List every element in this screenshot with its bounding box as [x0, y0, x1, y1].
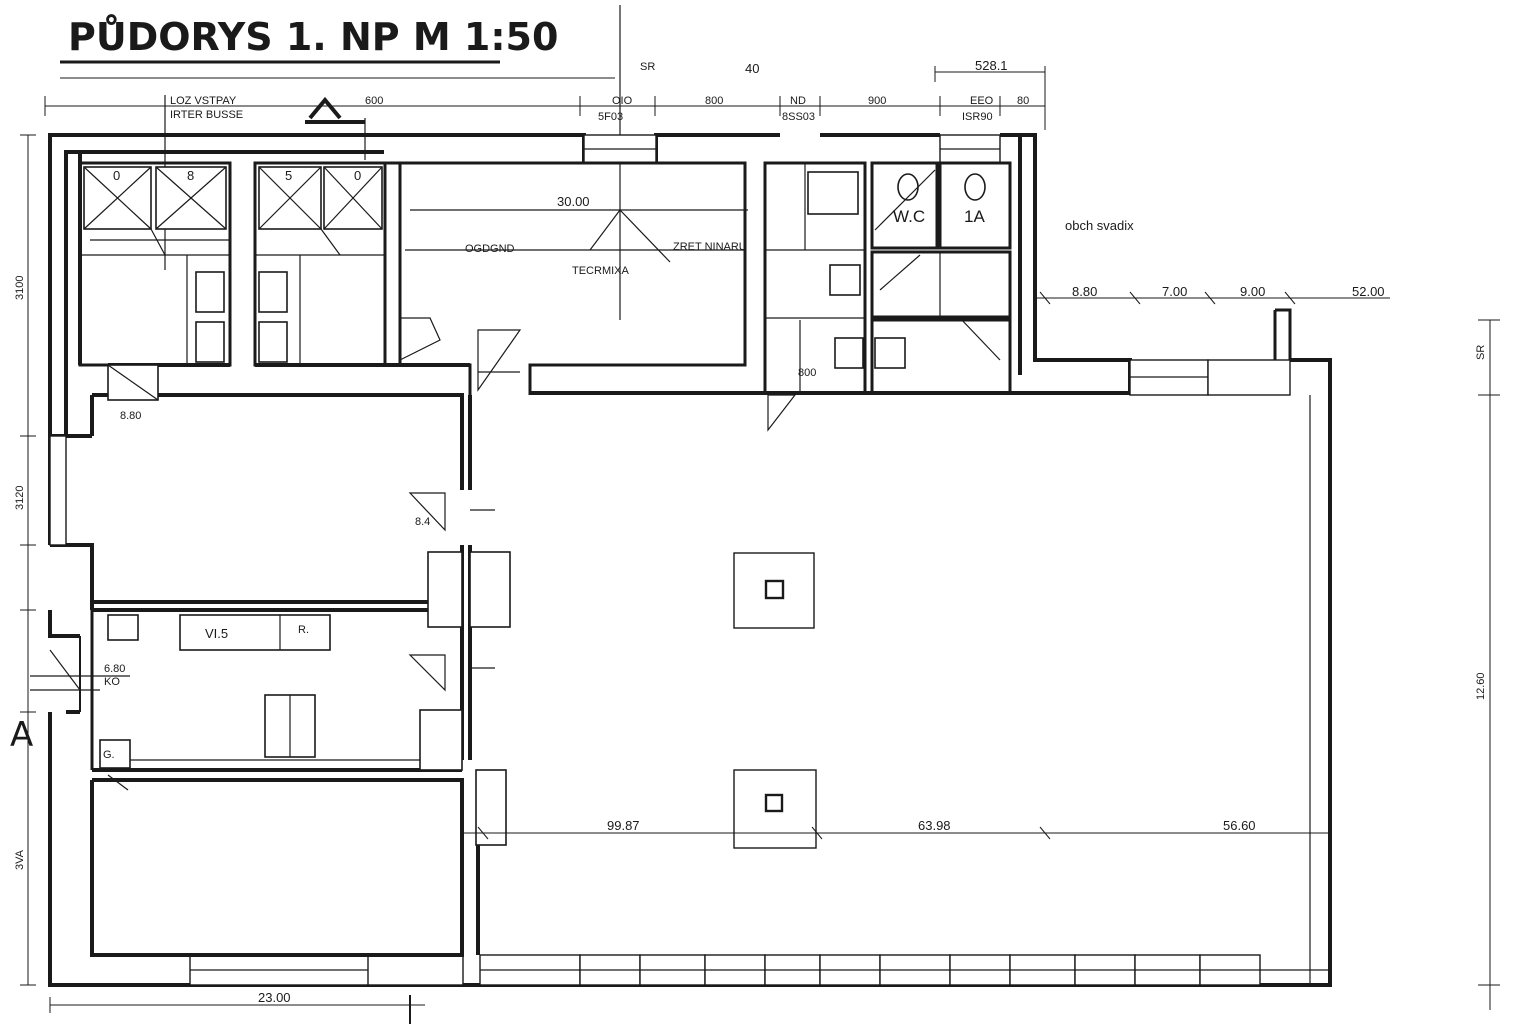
- shower-room-right: [253, 161, 387, 367]
- column-upper: [733, 552, 815, 629]
- wc-block: [763, 161, 1012, 432]
- dim-top-600: 600: [365, 95, 383, 107]
- left-dimension-chain: [20, 134, 36, 986]
- plan-title: PŮDORYS 1. NP M 1:50: [68, 15, 558, 59]
- dim-top-sub-1: 5F03: [598, 111, 623, 123]
- entry-details: [30, 364, 511, 846]
- shower-num-3: 5: [285, 168, 292, 183]
- dim-bottom-2300: 23.00: [258, 990, 291, 1005]
- shower-room-left: [78, 161, 232, 367]
- exterior-walls: [48, 133, 1332, 987]
- dim-top-40: 40: [745, 61, 759, 76]
- room-ogdgnd: OGDGND: [465, 243, 515, 255]
- dim-3000: 30.00: [557, 194, 590, 209]
- shower-num-1: 0: [113, 168, 120, 183]
- dim-left-3va: 3VA: [14, 849, 26, 870]
- dim-top-sub-2: 8SS03: [782, 111, 815, 123]
- dim-r-900: 9.00: [1240, 284, 1265, 299]
- dim-top-5281: 528.1: [975, 58, 1008, 73]
- section-marker-a: A: [10, 715, 33, 755]
- dim-right-1260: 12.60: [1475, 672, 1487, 700]
- dim-r-5200: 52.00: [1352, 284, 1385, 299]
- label-r: R.: [298, 624, 309, 636]
- dim-top-oio: OIO: [612, 95, 633, 107]
- room-1a: 1A: [964, 207, 985, 226]
- bottom-dimension: [49, 995, 425, 1024]
- dim-top-sr: SR: [640, 61, 655, 73]
- dim-top-eeo: EEO: [970, 95, 994, 107]
- dim-left-3120: 3120: [14, 486, 26, 510]
- right-dimension-chain: [1478, 319, 1500, 1010]
- dim-r-700: 7.00: [1162, 284, 1187, 299]
- room-zret: ZRET NINARU: [673, 241, 747, 253]
- dim-small-680: 6.80: [104, 663, 125, 675]
- dim-small-84: 8.4: [415, 516, 430, 528]
- dim-wc-800: 800: [798, 367, 816, 379]
- label-g: G.: [103, 749, 115, 761]
- label-vis: VI.5: [205, 626, 228, 641]
- column-lower: [733, 769, 817, 849]
- room-termixa: TECRMIXA: [572, 265, 630, 277]
- dim-top-800: 800: [705, 95, 723, 107]
- room-obch: obch svadix: [1065, 218, 1134, 233]
- interior-walls: [78, 152, 1130, 957]
- room-note-1: LOZ VSTPAY: [170, 95, 237, 107]
- dim-small-880: 8.80: [120, 410, 141, 422]
- windows: [49, 134, 1330, 986]
- room-note-2: IRTER BUSSE: [170, 109, 243, 121]
- dim-right-sr: SR: [1475, 345, 1487, 360]
- shower-num-2: 8: [187, 168, 194, 183]
- room-wc: W.C: [893, 207, 925, 226]
- dim-hall-9987: 99.87: [607, 818, 640, 833]
- hall-dimension-line: [462, 826, 1330, 840]
- dim-top-80: 80: [1017, 95, 1029, 107]
- dim-r-880: 8.80: [1072, 284, 1097, 299]
- dim-top-nd: ND: [790, 95, 806, 107]
- shower-num-4: 0: [354, 168, 361, 183]
- top-dimension-chain: [44, 66, 1046, 130]
- dim-left-3100: 3100: [14, 276, 26, 300]
- dim-hall-6398: 63.98: [918, 818, 951, 833]
- right-dimension-row: [1035, 291, 1390, 305]
- dim-top-900: 900: [868, 95, 886, 107]
- dim-hall-5660: 56.60: [1223, 818, 1256, 833]
- dim-top-sub-3: ISR90: [962, 111, 993, 123]
- dim-small-ko: KO: [104, 676, 120, 688]
